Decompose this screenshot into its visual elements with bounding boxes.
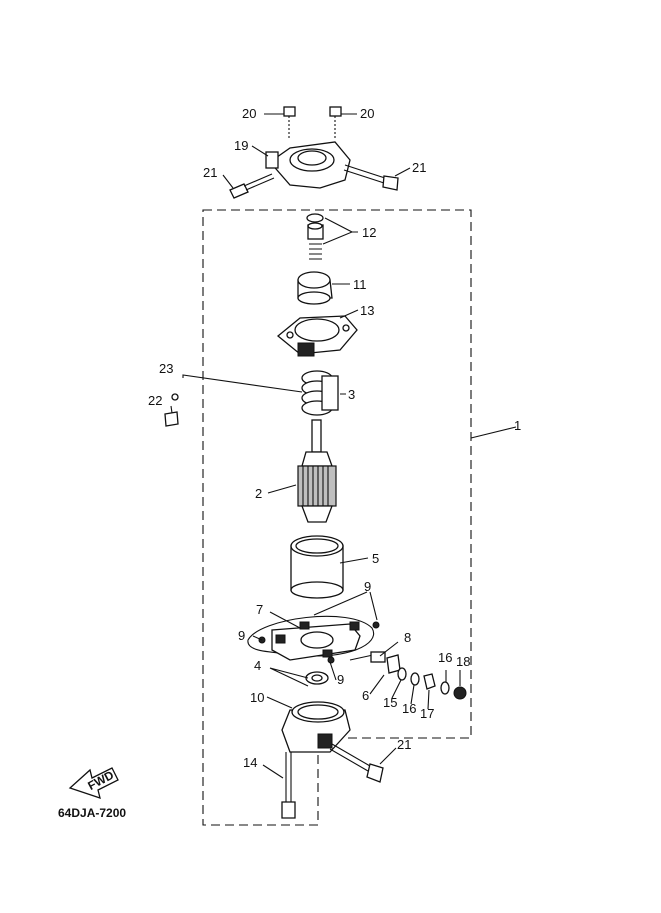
fwd-arrow-icon: FWD — [68, 767, 119, 799]
callout-8: 8 — [404, 630, 411, 645]
callout-21-top-right: 21 — [412, 160, 426, 175]
callout-4: 4 — [254, 658, 261, 673]
callout-9-left: 9 — [238, 628, 245, 643]
part-7-brush-holder — [247, 615, 375, 661]
callout-14: 14 — [243, 755, 257, 770]
part-5-yoke — [290, 535, 344, 599]
part-19-bracket — [265, 141, 351, 189]
callout-11: 11 — [353, 277, 367, 292]
part-3-brush-set — [301, 370, 339, 416]
part-20-bolt-right — [329, 106, 342, 140]
callout-5: 5 — [372, 551, 379, 566]
callout-23: 23 — [159, 361, 173, 376]
part-20-bolt-left — [283, 106, 296, 140]
part-10-front-housing — [281, 701, 351, 753]
callout-16-bottom: 16 — [402, 701, 416, 716]
diagram-code: 64DJA-7200 — [58, 806, 126, 820]
callout-7: 7 — [256, 602, 263, 617]
callout-22: 22 — [148, 393, 162, 408]
assembly-boundary — [202, 209, 472, 826]
callout-15: 15 — [383, 695, 397, 710]
callout-9-top: 9 — [364, 579, 371, 594]
callout-6: 6 — [362, 688, 369, 703]
leaders — [222, 113, 517, 779]
part-6-plate — [386, 654, 401, 674]
callout-1: 1 — [514, 418, 521, 433]
callout-17: 17 — [420, 706, 434, 721]
part-2-armature — [297, 419, 337, 523]
callout-18: 18 — [456, 654, 470, 669]
part-14-through-bolt — [281, 752, 296, 819]
callout-9-bottom: 9 — [337, 672, 344, 687]
callout-13: 13 — [360, 303, 374, 318]
part-11-cap — [297, 271, 333, 305]
callout-2: 2 — [255, 486, 262, 501]
callout-20-right: 20 — [360, 106, 374, 121]
part-21-bolt-top-right — [343, 164, 399, 191]
callout-3: 3 — [348, 387, 355, 402]
callout-21-bottom: 21 — [397, 737, 411, 752]
callout-16-right: 16 — [438, 650, 452, 665]
callout-21-top-left: 21 — [203, 165, 217, 180]
part-4-washer — [305, 671, 329, 685]
part-12-washer-bushing-spring — [306, 213, 324, 260]
part-13-end-cover — [276, 315, 358, 357]
part-21-bolt-top-left — [229, 173, 275, 199]
callout-20-left: 20 — [242, 106, 256, 121]
callout-19: 19 — [234, 138, 248, 153]
callout-10: 10 — [250, 690, 264, 705]
part-21-bolt-bottom — [329, 743, 384, 783]
part-8-terminal — [349, 651, 386, 663]
part-15-16-17-18-nuts-washers — [397, 667, 467, 700]
part-22-23-screw-washer — [164, 374, 303, 427]
callout-12: 12 — [362, 225, 376, 240]
